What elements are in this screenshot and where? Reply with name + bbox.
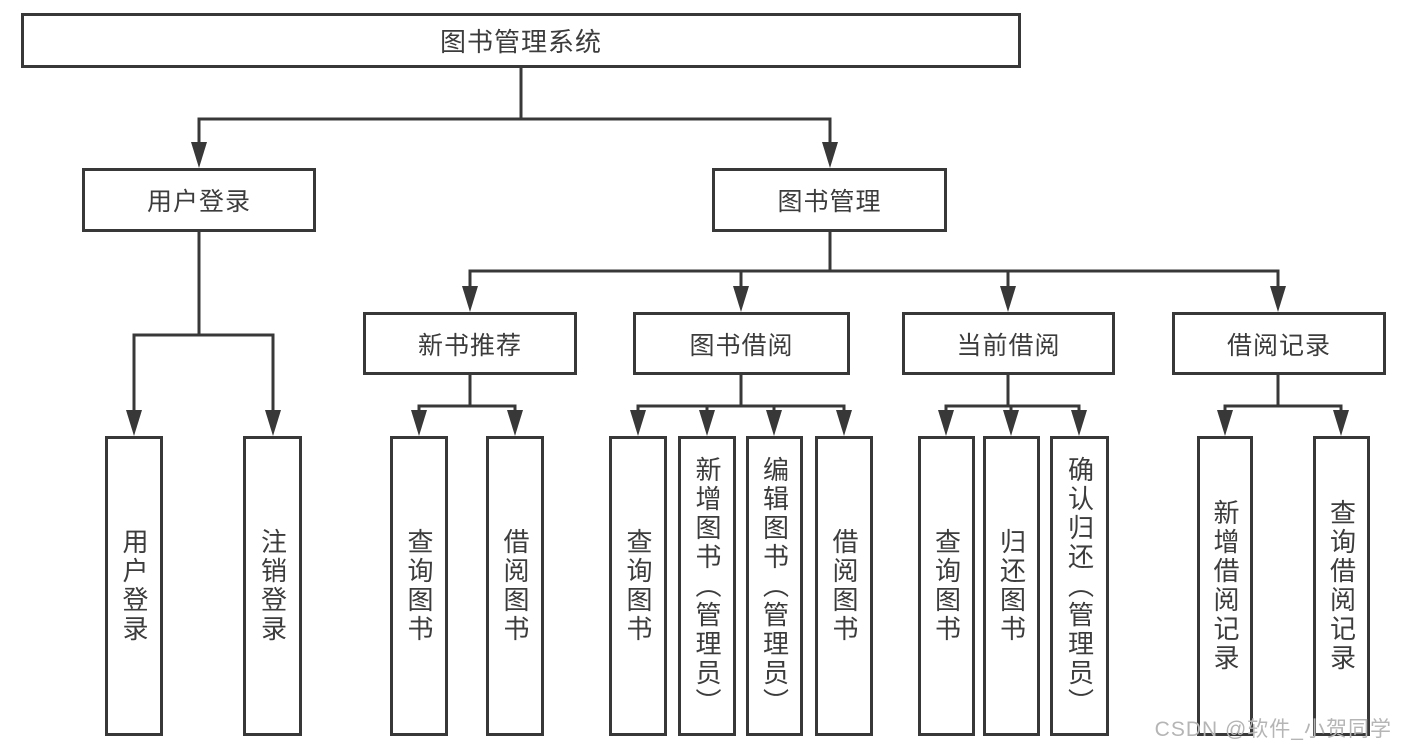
arrow-leaf-br-add bbox=[1217, 410, 1233, 436]
node-user-login: 用户登录 bbox=[82, 168, 316, 232]
arrow-leaf-bb-edit bbox=[766, 410, 782, 436]
arrow-leaf-bb-query bbox=[630, 410, 646, 436]
node-label: 借阅图书 bbox=[500, 528, 530, 644]
arrow-leaf-cb-query bbox=[938, 410, 954, 436]
node-borrow-records: 借阅记录 bbox=[1172, 312, 1386, 375]
leaf-records-query-borrow-record: 查询借阅记录 bbox=[1313, 436, 1370, 736]
leaf-bookborrow-edit-books-admin: 编辑图书（管理员） bbox=[746, 436, 803, 736]
leaf-bookborrow-add-books-admin: 新增图书（管理员） bbox=[678, 436, 736, 736]
node-label: 归还图书 bbox=[996, 528, 1027, 644]
arrow-new-book-recommend bbox=[462, 286, 478, 312]
node-book-borrow: 图书借阅 bbox=[633, 312, 850, 375]
arrow-borrow-records bbox=[1270, 286, 1286, 312]
leaf-currentborrow-confirm-return-admin: 确认归还（管理员） bbox=[1050, 436, 1109, 736]
node-label: 图书借阅 bbox=[689, 331, 794, 360]
arrow-leaf-nb-borrow bbox=[507, 410, 523, 436]
leaf-bookborrow-borrow-books: 借阅图书 bbox=[815, 436, 873, 736]
node-label: 图书管理 bbox=[777, 188, 882, 216]
node-book-management: 图书管理 bbox=[712, 168, 947, 232]
arrow-leaf-br-query bbox=[1333, 410, 1349, 436]
leaf-newbooks-borrow-books: 借阅图书 bbox=[486, 436, 544, 736]
node-label: 用户登录 bbox=[119, 528, 149, 644]
leaf-user-login: 用户登录 bbox=[105, 436, 163, 736]
node-label: 查询借阅记录 bbox=[1326, 499, 1357, 673]
arrow-current-borrow bbox=[1000, 286, 1016, 312]
node-label: 新增图书（管理员） bbox=[692, 455, 722, 717]
node-label: 查询图书 bbox=[404, 528, 434, 644]
arrow-leaf-user-login bbox=[126, 410, 142, 436]
arrow-book-management bbox=[822, 142, 838, 168]
arrow-leaf-bb-add bbox=[699, 410, 715, 436]
leaf-currentborrow-return-books: 归还图书 bbox=[983, 436, 1040, 736]
node-label: 图书管理系统 bbox=[439, 27, 602, 57]
node-label: 新增借阅记录 bbox=[1210, 499, 1240, 673]
leaf-currentborrow-query-books: 查询图书 bbox=[918, 436, 975, 736]
node-label: 编辑图书（管理员） bbox=[759, 455, 790, 717]
node-label: 当前借阅 bbox=[956, 331, 1061, 360]
node-label: 查询图书 bbox=[623, 528, 653, 644]
leaf-logout-login: 注销登录 bbox=[243, 436, 302, 736]
arrow-book-borrow bbox=[733, 286, 749, 312]
leaf-bookborrow-query-books: 查询图书 bbox=[609, 436, 667, 736]
leaf-newbooks-query-books: 查询图书 bbox=[390, 436, 448, 736]
node-label: 借阅图书 bbox=[829, 528, 859, 644]
node-label: 新书推荐 bbox=[417, 331, 522, 360]
csdn-watermark: CSDN @软件_小贺同学 bbox=[1154, 718, 1392, 741]
arrow-user-login bbox=[191, 142, 207, 168]
node-current-borrow: 当前借阅 bbox=[902, 312, 1115, 375]
leaf-records-add-borrow-record: 新增借阅记录 bbox=[1197, 436, 1253, 736]
node-label: 用户登录 bbox=[146, 188, 251, 216]
arrowheads bbox=[126, 142, 1349, 436]
arrow-leaf-logout-login bbox=[265, 410, 281, 436]
arrow-leaf-bb-borrow bbox=[836, 410, 852, 436]
node-label: 确认归还（管理员） bbox=[1064, 455, 1095, 717]
node-label: 借阅记录 bbox=[1226, 331, 1331, 360]
node-label: 注销登录 bbox=[257, 528, 288, 644]
arrow-leaf-nb-query bbox=[411, 410, 427, 436]
node-label: 查询图书 bbox=[931, 528, 962, 644]
arrow-leaf-cb-return bbox=[1003, 410, 1019, 436]
arrow-leaf-cb-confirm bbox=[1071, 410, 1087, 436]
node-new-book-recommend: 新书推荐 bbox=[363, 312, 577, 375]
node-library-management-system: 图书管理系统 bbox=[21, 13, 1021, 68]
